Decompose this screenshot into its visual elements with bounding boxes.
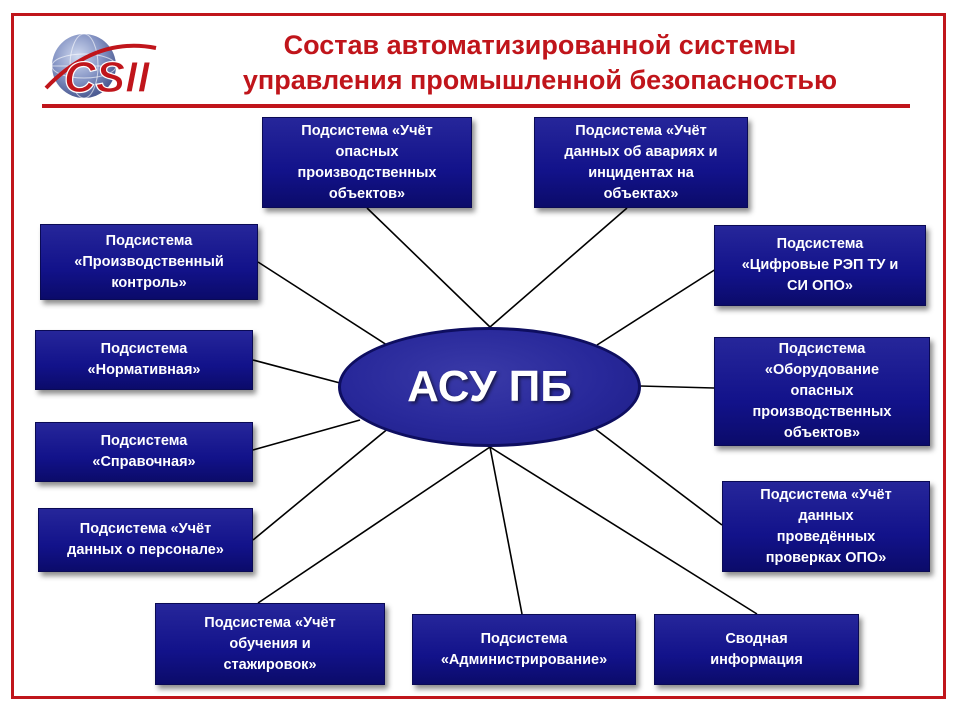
subsystem-uchet-avariy: Подсистема «Учёт данных об авариях и инц…: [534, 117, 748, 208]
connector-proverki: [593, 427, 723, 526]
connector-spravochnaya: [252, 419, 361, 451]
subsystem-oborudovanie: Подсистема «Оборудование опасных произво…: [714, 337, 930, 446]
subsystem-obuchenie: Подсистема «Учёт обучения и стажировок»: [155, 603, 385, 685]
connector-uchet-avariy: [489, 207, 628, 328]
connector-obuchenie: [257, 446, 491, 604]
connector-uchet-opo: [366, 207, 491, 328]
connector-administrirovanie: [489, 446, 523, 615]
connector-normativnaya: [252, 359, 341, 384]
subsystem-cifrovye: Подсистема «Цифровые РЭП ТУ и СИ ОПО»: [714, 225, 926, 306]
subsystem-svodnaya: Сводная информация: [654, 614, 859, 685]
page-title: Состав автоматизированной системы управл…: [200, 28, 880, 98]
connector-svodnaya: [489, 446, 758, 615]
center-node-asu-pb: АСУ ПБ: [338, 327, 641, 447]
subsystem-personal: Подсистема «Учёт данных о персонале»: [38, 508, 253, 572]
csii-logo: CSII: [44, 33, 157, 103]
slide-frame: [11, 13, 946, 699]
svg-text:CSII: CSII: [64, 53, 150, 102]
subsystem-proverki: Подсистема «Учёт данных проведённых пров…: [722, 481, 930, 572]
title-line-1: Состав автоматизированной системы: [283, 30, 797, 60]
connector-proizv-kontrol: [257, 261, 391, 348]
connector-personal: [252, 426, 391, 541]
subsystem-normativnaya: Подсистема «Нормативная»: [35, 330, 253, 390]
subsystem-spravochnaya: Подсистема «Справочная»: [35, 422, 253, 482]
subsystem-uchet-opo: Подсистема «Учёт опасных производственны…: [262, 117, 472, 208]
connector-oborudovanie: [639, 385, 715, 389]
subsystem-proizv-kontrol: Подсистема «Производственный контроль»: [40, 224, 258, 300]
subsystem-administrirovanie: Подсистема «Администрирование»: [412, 614, 636, 685]
title-line-2: управления промышленной безопасностью: [242, 65, 838, 95]
title-underline: [42, 104, 910, 108]
connector-cifrovye: [596, 268, 717, 346]
